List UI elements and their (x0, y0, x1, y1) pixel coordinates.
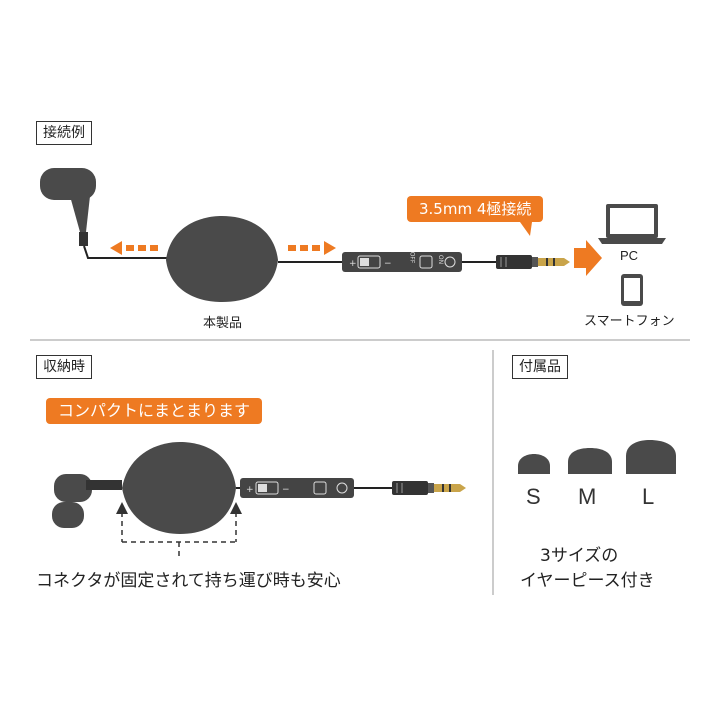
stored-plug-icon (392, 481, 466, 495)
svg-text:+: + (246, 485, 254, 495)
eartip-small-icon (518, 454, 550, 474)
earphone-icon (40, 168, 96, 246)
size-label-l: L (642, 484, 655, 509)
device-arrow-icon (574, 240, 602, 276)
bracket-arrow-left-icon (116, 502, 128, 514)
svg-text:−: − (384, 259, 392, 269)
svg-text:−: − (282, 485, 290, 495)
svg-text:+: + (349, 259, 357, 269)
audio-plug-icon (496, 255, 570, 269)
product-label: 本製品 (203, 316, 243, 331)
left-arrow-icon (110, 241, 158, 255)
laptop-icon (598, 204, 666, 244)
remote-control-icon: + − (342, 252, 462, 272)
section-label-accessories: 付属品 (512, 355, 568, 379)
storage-banner: コンパクトにまとまります (46, 398, 263, 424)
fixed-connector-bracket (121, 512, 237, 560)
bracket-arrow-right-icon (230, 502, 242, 514)
section-label-storage: 収納時 (36, 355, 92, 379)
remote-on-mark: ON (437, 254, 445, 265)
accessories-caption-line2: イヤーピース付き (520, 571, 655, 591)
stored-reel-icon (122, 442, 236, 534)
earphone-cable (83, 245, 170, 259)
size-label-m: M (578, 484, 597, 509)
size-label-s: S (526, 484, 541, 509)
right-arrow-icon (288, 241, 336, 255)
banner-pointer (520, 222, 532, 236)
storage-caption: コネクタが固定されて持ち運び時も安心 (36, 571, 341, 591)
smartphone-icon (621, 274, 643, 306)
accessories-caption-line1: 3サイズの (540, 546, 619, 566)
connection-banner: 3.5mm 4極接続 (407, 196, 544, 222)
eartip-large-icon (626, 440, 676, 474)
device-label-smartphone: スマートフォン (584, 314, 675, 329)
reel-body-icon (166, 216, 278, 302)
stored-earphone-icon (52, 474, 122, 528)
eartip-medium-icon (568, 448, 612, 474)
stored-remote-icon: + − (240, 478, 354, 498)
section-label-connection: 接続例 (36, 121, 92, 145)
remote-off-mark: OFF (408, 251, 416, 264)
device-label-pc: PC (620, 248, 639, 263)
